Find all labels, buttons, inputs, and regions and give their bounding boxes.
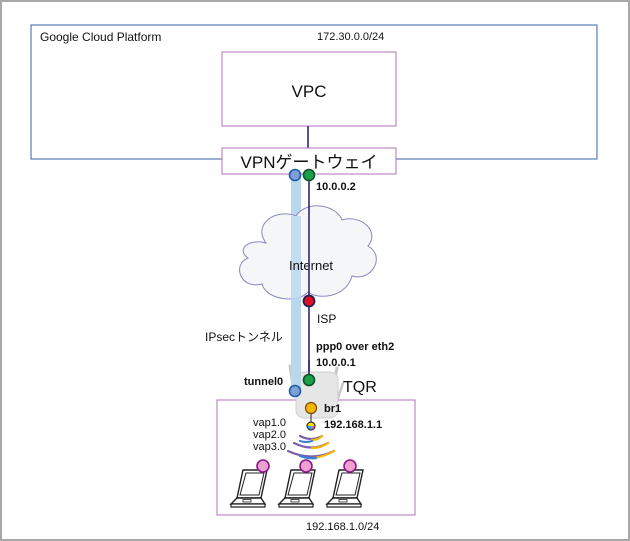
ipsec-tunnel-label: IPsecトンネル [205,330,283,344]
isp-node [302,294,316,308]
laptop-3-node [343,459,357,473]
wireless-waves-icon [286,434,336,460]
wan-interface-label: ppp0 over eth2 [316,341,394,353]
vpc-box [221,51,397,127]
router-wan-node [302,373,316,387]
gateway-wan-node [302,168,316,182]
lan-interface-label: br1 [324,403,341,415]
vpc-label: VPC [292,82,327,101]
wan-ip-label: 10.0.0.1 [316,357,356,369]
gcp-subnet: 172.30.0.0/24 [317,31,384,43]
lan-ip-label: 192.168.1.1 [324,419,382,431]
gateway-tunnel-node [288,168,302,182]
router-name: TQR [343,379,377,396]
vpn-gateway-ip: 10.0.0.2 [316,181,356,193]
internet-label: Internet [289,258,333,273]
laptop-1-node [256,459,270,473]
router-tunnel-node [288,384,302,398]
internet-cloud [239,205,377,300]
vap2-label: vap2.0 [253,429,286,441]
vpn-gateway-label: VPNゲートウェイ [241,153,378,172]
isp-label: ISP [317,312,336,326]
laptop-2-node [299,459,313,473]
lan-subnet: 192.168.1.0/24 [306,521,379,533]
vap1-label: vap1.0 [253,417,286,429]
vap3-label: vap3.0 [253,441,286,453]
br1-node [304,401,318,415]
gcp-label: Google Cloud Platform [40,30,161,44]
tunnel-interface-label: tunnel0 [244,376,283,388]
wireless-node [306,421,316,431]
